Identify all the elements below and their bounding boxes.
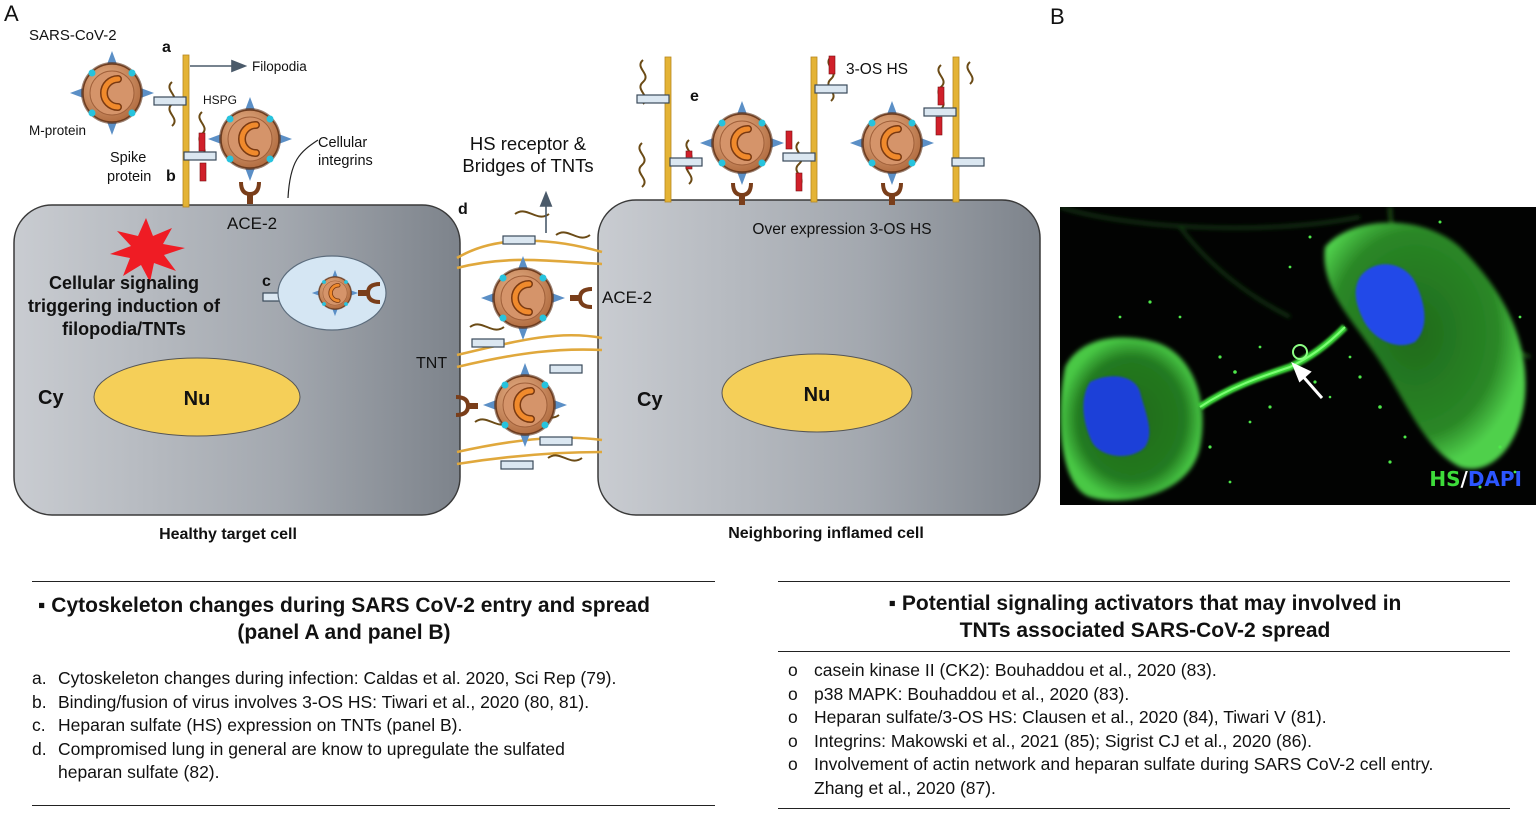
label-hs-receptor-1: HS receptor &: [470, 133, 587, 154]
legend-hs: HS: [1429, 467, 1461, 491]
micrograph-image: [1060, 207, 1531, 501]
label-m-protein: M-protein: [29, 123, 86, 138]
list-item: b.Binding/fusion of virus involves 3-OS …: [32, 691, 590, 712]
right-section-title-1: ▪ Potential signaling activators that ma…: [888, 592, 1402, 615]
right-mid-rule: [778, 651, 1510, 652]
label-letter-c: c: [262, 273, 271, 290]
arrow-icon: [1291, 362, 1324, 399]
label-sars-cov2: SARS-CoV-2: [29, 27, 117, 44]
label-cy-right: Cy: [637, 389, 663, 411]
label-filopodia: Filopodia: [252, 59, 307, 74]
label-hspg: HSPG: [203, 93, 237, 107]
list-item: d.Compromised lung in general are know t…: [32, 738, 565, 759]
label-over-expression: Over expression 3-OS HS: [752, 221, 931, 238]
label-letter-d: d: [458, 201, 468, 218]
legend-dapi: DAPI: [1467, 467, 1522, 491]
right-bottom-rule: [778, 808, 1510, 809]
left-bottom-rule: [32, 805, 715, 806]
label-nu-left: Nu: [184, 388, 211, 410]
label-healthy-cell: Healthy target cell: [159, 526, 297, 543]
label-cy-left: Cy: [38, 387, 64, 409]
integrin-pointer-line: [287, 139, 319, 199]
right-top-rule: [778, 581, 1510, 582]
left-reference-list: a.Cytoskeleton changes during infection:…: [24, 667, 724, 785]
list-item: heparan sulfate (82).: [58, 762, 220, 782]
label-letter-a: a: [162, 39, 171, 56]
label-ace2-top: ACE-2: [227, 214, 277, 233]
label-integrins-1: Cellular: [318, 135, 367, 151]
label-letter-b: b: [166, 168, 176, 185]
healthy-target-cell: [13, 204, 461, 516]
signaling-starburst-icon: [110, 218, 185, 282]
label-spike-1: Spike: [110, 150, 146, 166]
label-signaling-3: filopodia/TNTs: [62, 319, 186, 339]
micrograph-legend: HS/DAPI: [1429, 467, 1522, 491]
right-section-title-2: TNTs associated SARS-CoV-2 spread: [959, 619, 1331, 642]
nucleus-left: [93, 357, 301, 437]
list-item: c.Heparan sulfate (HS) expression on TNT…: [32, 715, 463, 735]
label-integrins-2: integrins: [318, 153, 373, 169]
hs-dapi-micrograph: HS/DAPI: [1060, 207, 1536, 505]
label-spike-2: protein: [107, 169, 151, 185]
label-3-os-hs: 3-OS HS: [846, 61, 908, 78]
left-section-title-1: ▪ Cytoskeleton changes during SARS CoV-2…: [38, 594, 650, 617]
left-section-title-2: (panel A and panel B): [237, 621, 451, 644]
list-item: a.Cytoskeleton changes during infection:…: [32, 668, 617, 688]
label-letter-e: e: [690, 88, 699, 105]
panel-label-b: B: [1050, 4, 1065, 29]
label-tnt: TNT: [416, 355, 447, 372]
left-top-rule: [32, 581, 715, 582]
list-item: Zhang et al., 2020 (87).: [814, 777, 996, 798]
filopodia: [182, 54, 960, 208]
label-ace2-middle: ACE-2: [602, 288, 652, 307]
label-signaling-1: Cellular signaling: [49, 273, 199, 293]
label-inflamed-cell: Neighboring inflamed cell: [728, 525, 924, 542]
label-nu-right: Nu: [804, 384, 831, 406]
panel-label-a: A: [4, 1, 19, 26]
label-hs-receptor-2: Bridges of TNTs: [462, 155, 593, 176]
nucleus-right: [721, 353, 913, 433]
label-signaling-2: triggering induction of: [28, 296, 221, 316]
legend-sep: /: [1460, 467, 1468, 491]
